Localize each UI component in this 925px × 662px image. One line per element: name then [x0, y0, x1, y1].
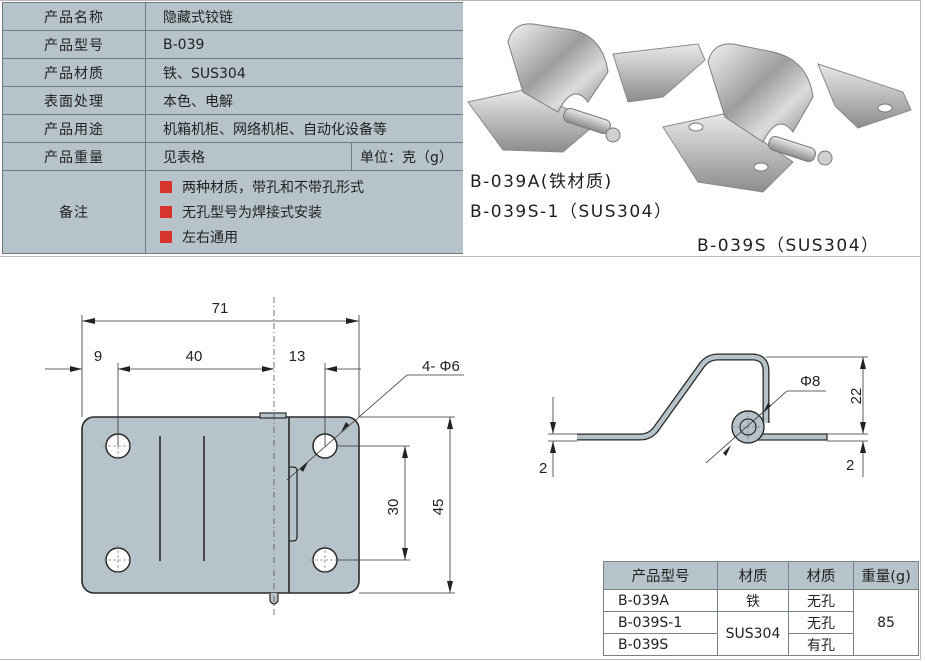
red-square-bullet-icon [160, 231, 172, 243]
spec-label: 产品材质 [2, 58, 146, 87]
spec-row: 产品材质 铁、SUS304 [2, 58, 473, 87]
dim-axis-to-hole: 13 [289, 348, 306, 365]
material-cell: 铁 [717, 589, 789, 612]
photo-caption: B-039S-1（SUS304） [470, 202, 673, 222]
table-row: B-039S 有孔 [603, 633, 919, 656]
dim-holes: 4- Φ6 [422, 358, 460, 375]
spec-row: 产品名称 隐藏式铰链 [2, 2, 473, 31]
spec-value: 见表格 [145, 142, 352, 171]
spec-value: 本色、电解 [145, 86, 473, 115]
spec-unit: 单位：克（g） [351, 142, 473, 171]
spec-label: 表面处理 [2, 86, 146, 115]
material-cell: SUS304 [717, 611, 789, 656]
model-cell: B-039S-1 [603, 611, 718, 634]
dim-thickness-left: 2 [539, 460, 547, 477]
notes-list: 两种材质，带孔和不带孔形式 无孔型号为焊接式安装 左右通用 [145, 170, 473, 254]
table-row: B-039A 铁 无孔 85 [603, 589, 919, 656]
hinge-photo-b039a [467, 23, 706, 153]
dim-hole-to-axis: 40 [186, 348, 203, 365]
spec-value: 机箱机柜、网络机柜、自动化设备等 [145, 114, 473, 143]
spec-row: 表面处理 本色、电解 [2, 86, 473, 115]
note-item: 左右通用 [160, 225, 472, 250]
photo-caption: B-039A(铁材质) [470, 172, 613, 192]
hinge-photo-b039s [662, 43, 912, 193]
note-text: 左右通用 [182, 230, 238, 246]
note-item: 两种材质，带孔和不带孔形式 [160, 175, 472, 200]
spec-label: 产品重量 [2, 142, 146, 171]
front-view [45, 297, 464, 615]
header-weight: 重量(g) [853, 561, 919, 590]
model-cell: B-039S [603, 633, 718, 656]
side-view [548, 353, 868, 477]
spec-table: 产品名称 隐藏式铰链 产品型号 B-039 产品材质 铁、SUS304 表面处理… [2, 2, 473, 254]
dim-side-height: 22 [848, 388, 865, 405]
weight-table: 产品型号 材质 材质 重量(g) B-039A 铁 无孔 85 B-039S-1… [603, 561, 919, 656]
note-text: 无孔型号为焊接式安装 [182, 205, 322, 221]
hole-cell: 无孔 [788, 611, 854, 634]
weight-table-header: 产品型号 材质 材质 重量(g) [603, 561, 919, 590]
product-photo: B-039A(铁材质) B-039S-1（SUS304） B-039S（SUS3… [463, 2, 920, 256]
dim-hole-spacing: 30 [385, 499, 402, 516]
hole-cell: 无孔 [788, 589, 854, 612]
dim-overall-height: 45 [430, 499, 447, 516]
spec-notes-row: 备注 两种材质，带孔和不带孔形式 无孔型号为焊接式安装 左右通用 [2, 170, 473, 254]
spec-row: 产品型号 B-039 [2, 30, 473, 59]
spec-label: 产品型号 [2, 30, 146, 59]
note-item: 无孔型号为焊接式安装 [160, 200, 472, 225]
notes-label: 备注 [2, 170, 146, 254]
header-material: 材质 [717, 561, 789, 590]
spec-label: 产品名称 [2, 2, 146, 31]
dim-edge-to-hole: 9 [94, 348, 102, 365]
section-divider [0, 256, 921, 257]
spec-row: 产品用途 机箱机柜、网络机柜、自动化设备等 [2, 114, 473, 143]
spec-value: 隐藏式铰链 [145, 2, 473, 31]
header-model: 产品型号 [603, 561, 718, 590]
weight-cell: 85 [853, 589, 919, 656]
note-text: 两种材质，带孔和不带孔形式 [182, 180, 364, 196]
spec-value: 铁、SUS304 [145, 58, 473, 87]
dim-overall-width: 71 [212, 300, 229, 317]
header-hole-type: 材质 [788, 561, 854, 590]
hole-cell: 有孔 [788, 633, 854, 656]
red-square-bullet-icon [160, 181, 172, 193]
spec-row: 产品重量 见表格 单位：克（g） [2, 142, 473, 171]
dim-pin-diameter: Φ8 [800, 373, 820, 390]
red-square-bullet-icon [160, 206, 172, 218]
spec-value: B-039 [145, 30, 473, 59]
model-cell: B-039A [603, 589, 718, 612]
photo-caption: B-039S（SUS304） [697, 236, 880, 256]
technical-drawing: 71 9 40 13 4- Φ6 30 45 Φ8 22 2 2 [45, 297, 868, 615]
dim-thickness-right: 2 [846, 457, 854, 474]
hinge-photo-illustration [467, 23, 912, 193]
spec-label: 产品用途 [2, 114, 146, 143]
